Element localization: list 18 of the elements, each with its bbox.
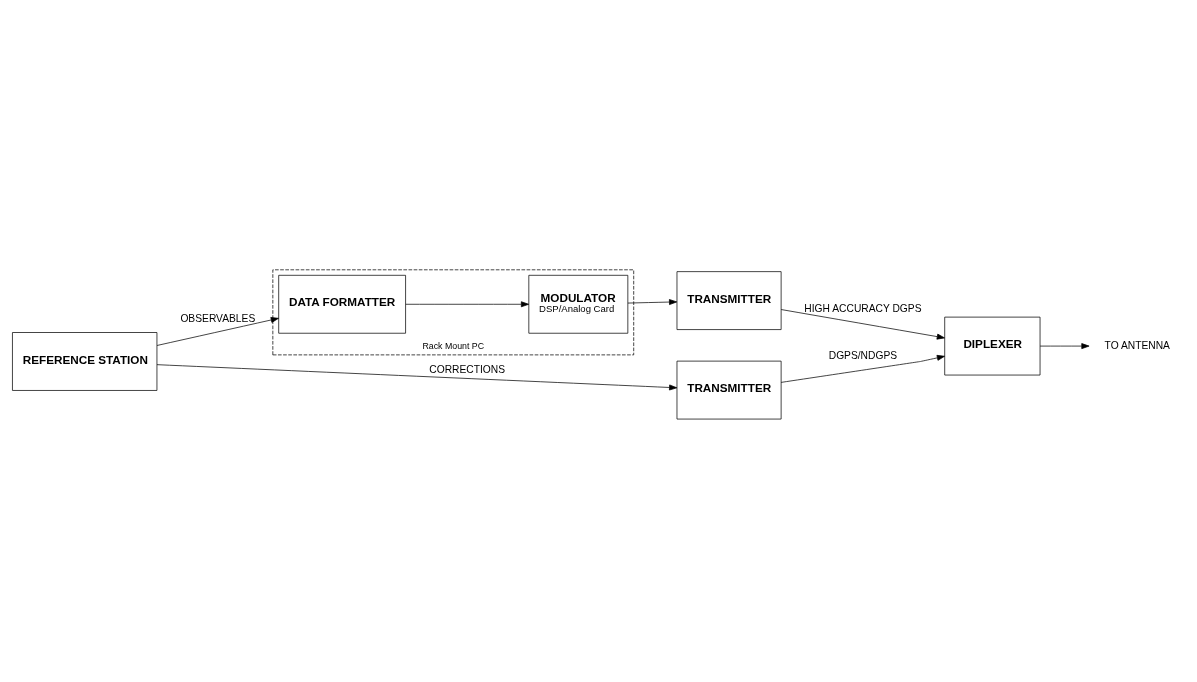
arrow: [627, 298, 678, 305]
node-box: REFERENCE STATION: [12, 331, 158, 391]
arrow: [405, 300, 530, 307]
node-box: DIPLEXER: [944, 316, 1041, 375]
arrow: [1039, 342, 1090, 349]
node-box: TRANSMITTER: [676, 270, 782, 330]
arrow: [780, 354, 945, 383]
arrow: [156, 316, 279, 346]
edge-label: CORRECTIONS: [429, 363, 506, 375]
arrow: [156, 363, 678, 390]
node-box: MODULATOR DSP/Analog Card: [528, 274, 629, 334]
edge-label: HIGH ACCURACY DGPS: [804, 302, 922, 314]
arrow: [780, 308, 945, 340]
node-box: TRANSMITTER: [676, 360, 782, 419]
edge-label: DGPS/NDGPS: [828, 349, 898, 361]
node-text: TO ANTENNA: [1104, 339, 1170, 351]
edge-label: OBSERVABLES: [180, 312, 256, 324]
node-box: DATA FORMATTER: [278, 274, 406, 334]
